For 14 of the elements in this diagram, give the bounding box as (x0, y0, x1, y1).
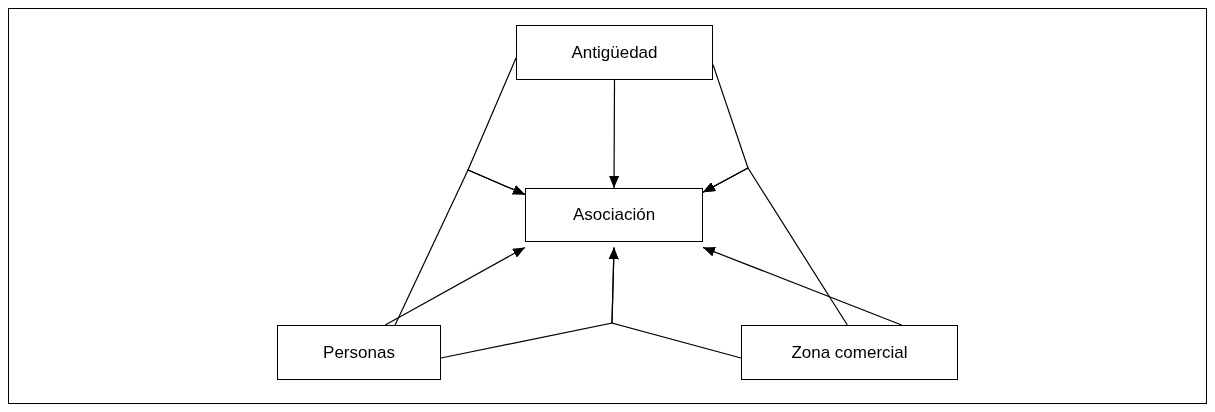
node-label: Personas (323, 342, 395, 363)
node-label: Asociación (572, 205, 656, 225)
process-box (277, 325, 441, 380)
arrow (702, 246, 903, 326)
arrow (384, 246, 526, 326)
node-label: Zona comercial (791, 342, 908, 363)
process-box (516, 25, 713, 80)
node-label: Antigüedad (571, 42, 658, 63)
process-box (525, 188, 703, 242)
arrow (609, 79, 620, 189)
arrow (608, 246, 742, 359)
arrow (702, 167, 848, 326)
process-box (741, 325, 958, 380)
arrow (394, 169, 526, 326)
